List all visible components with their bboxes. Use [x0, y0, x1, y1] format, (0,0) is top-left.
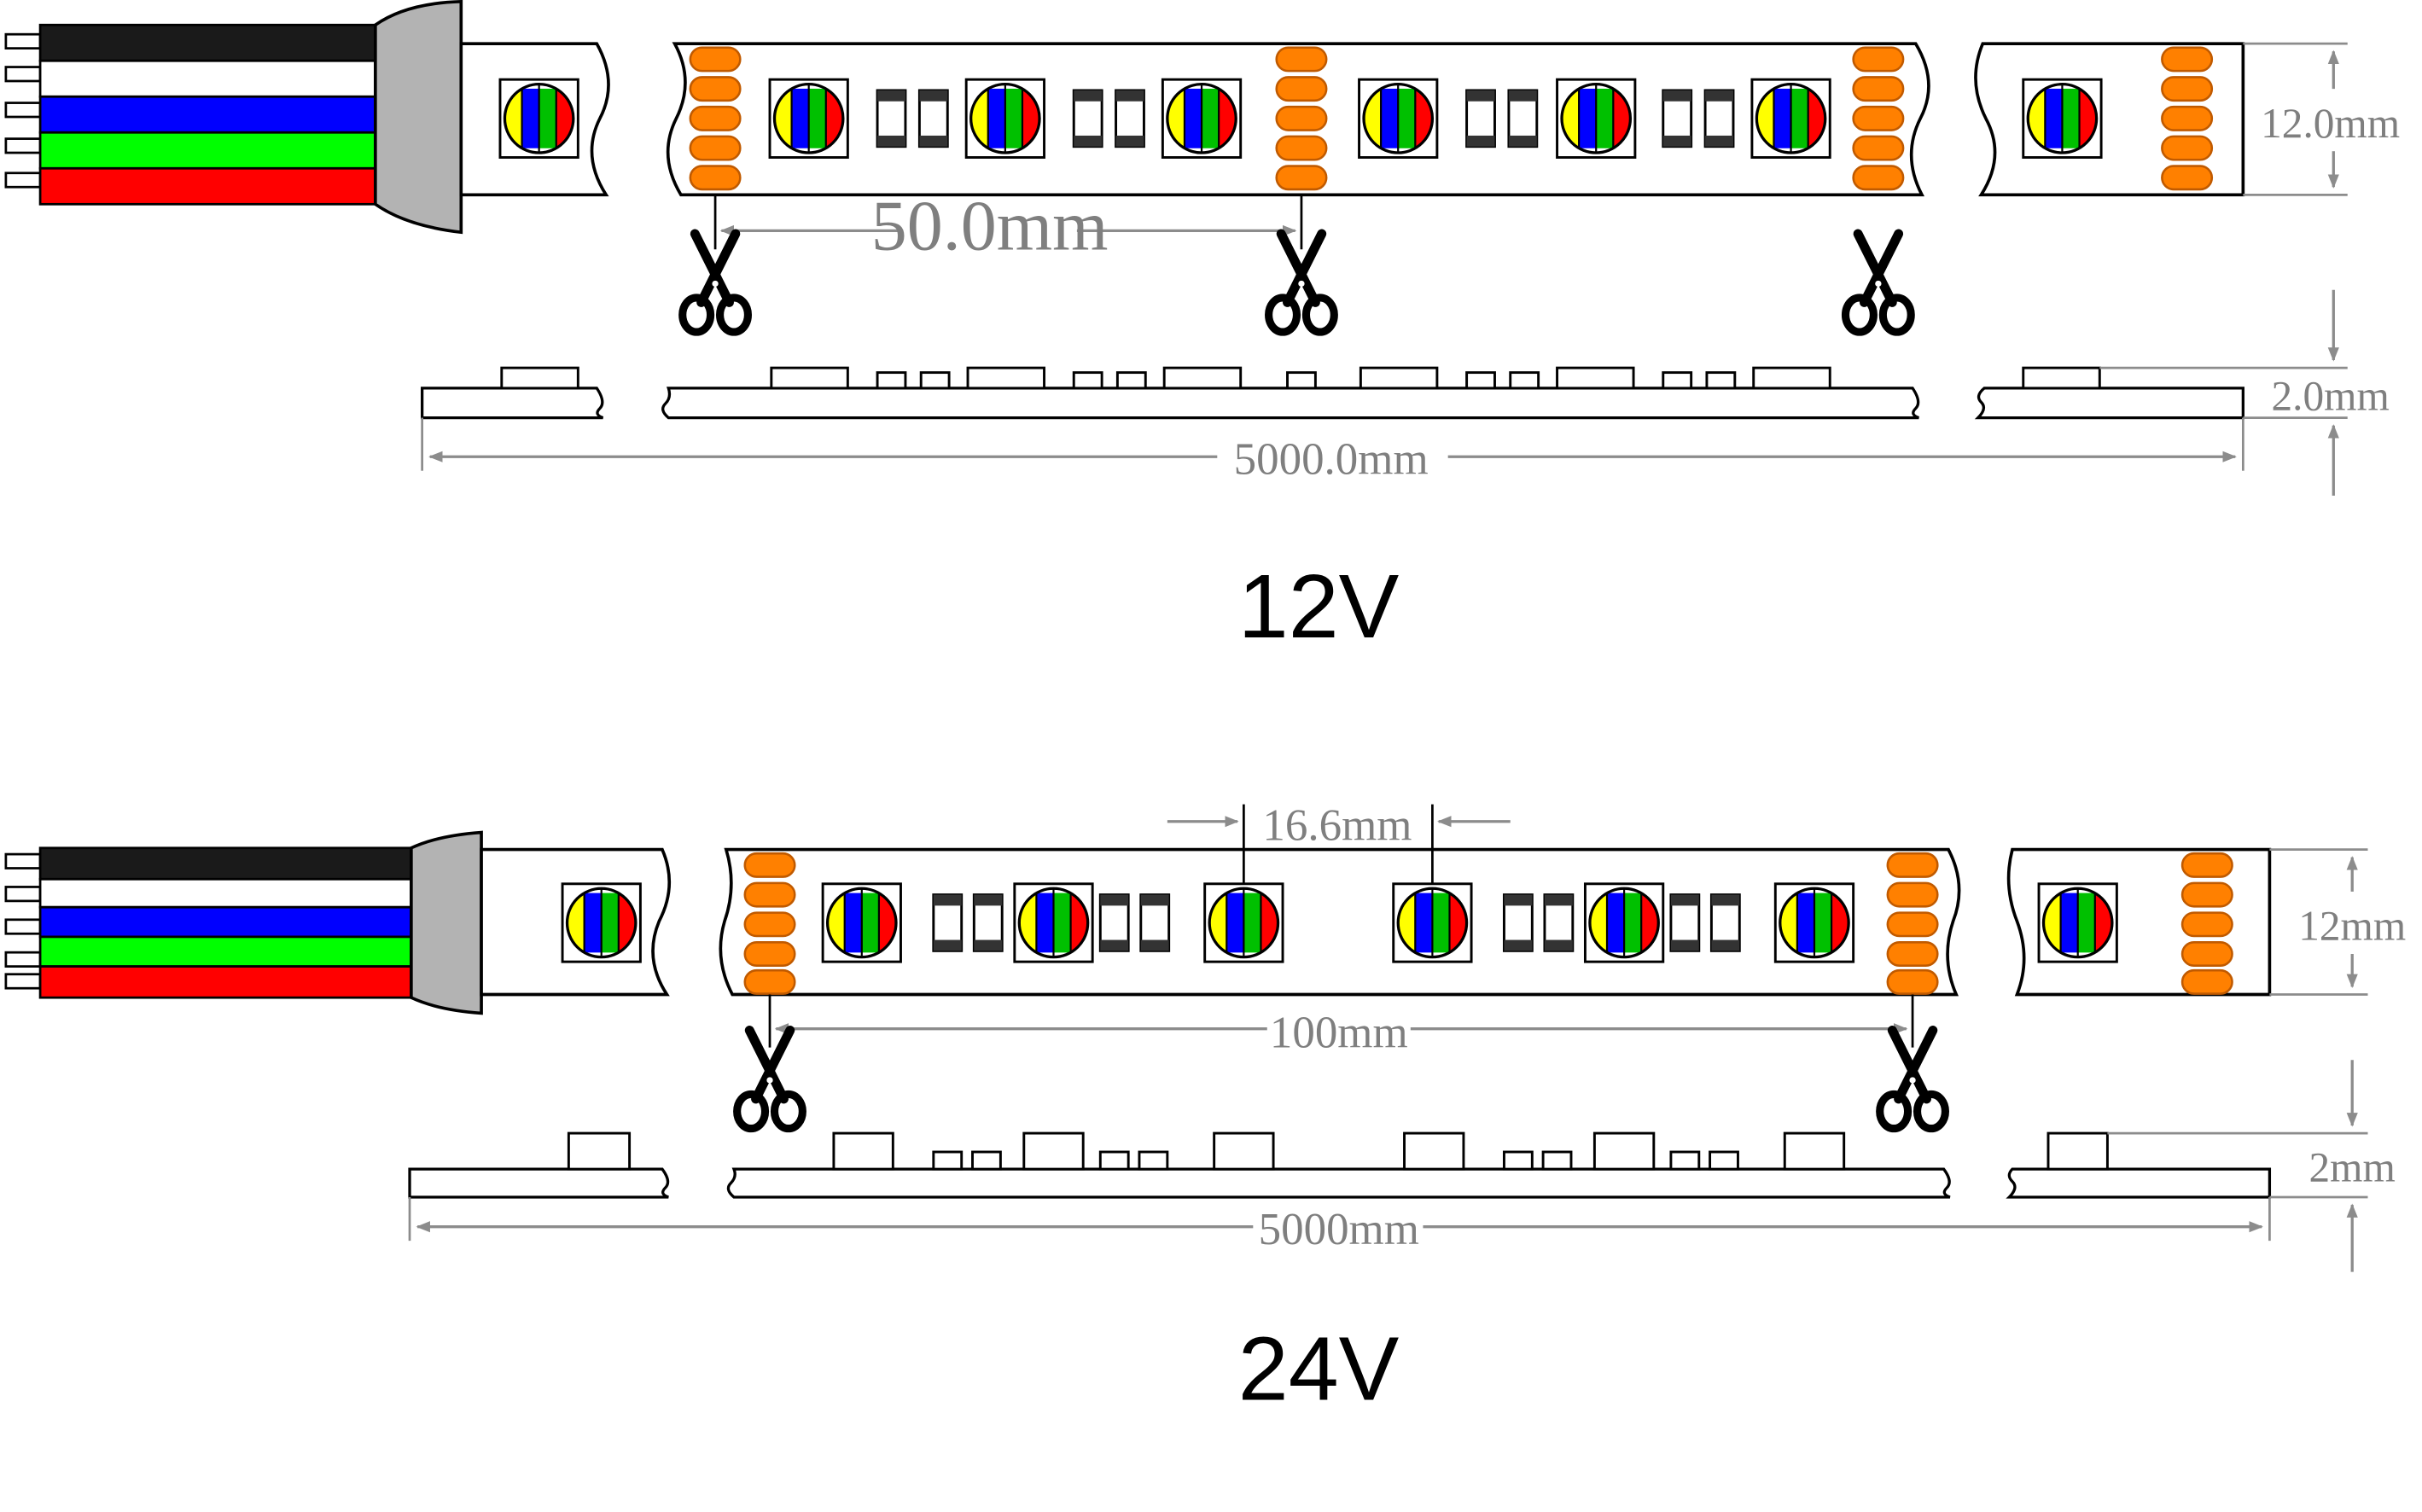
- wire-white: [38, 877, 413, 909]
- led-chip: [2037, 882, 2119, 963]
- voltage-label: 12V: [1238, 556, 1400, 657]
- wire-red: [38, 965, 413, 999]
- strip-main: [719, 847, 1961, 997]
- solder-pads: [2180, 852, 2233, 995]
- cut-length-label: 100mm: [1270, 1009, 1408, 1058]
- wire-blue: [38, 95, 377, 134]
- thickness-dimension: 2.0mm: [2099, 289, 2390, 496]
- thickness-dimension: 2mm: [2107, 1060, 2396, 1272]
- wire-blue: [38, 905, 413, 939]
- strip-side-view: [420, 366, 2244, 420]
- wire-green: [38, 131, 377, 170]
- width-label: 12mm: [2298, 903, 2406, 950]
- led-chip: [498, 78, 579, 160]
- thickness-label: 2.0mm: [2271, 372, 2389, 419]
- wire-black: [38, 846, 413, 881]
- strip-side-view: [408, 1131, 2272, 1199]
- total-length-label: 5000.0mm: [1234, 434, 1429, 484]
- width-dimension: 12.0mm: [2243, 42, 2400, 196]
- section-12v: 50.0mm 12.0mm: [4, 0, 2400, 657]
- wire-white: [38, 59, 377, 98]
- wire-bundle: [4, 0, 463, 235]
- width-label: 12.0mm: [2261, 100, 2400, 147]
- led-pitch-dimension: 16.6mm: [1167, 801, 1511, 884]
- thickness-label: 2mm: [2309, 1144, 2396, 1191]
- cut-length-dimension: 50.0mm: [713, 186, 1303, 265]
- cut-length-label: 50.0mm: [871, 186, 1109, 265]
- connector-cap: [374, 0, 463, 235]
- total-length-label: 5000mm: [1259, 1205, 1419, 1254]
- connector-cap: [410, 830, 483, 1015]
- wire-black: [38, 23, 377, 62]
- solder-pads: [2161, 46, 2214, 191]
- wire-red: [38, 166, 377, 206]
- led-pitch-label: 16.6mm: [1262, 801, 1412, 851]
- cut-length-dimension: 100mm: [768, 994, 1914, 1058]
- section-24v: 16.6mm 100mm 12mm: [4, 801, 2406, 1419]
- total-length-dimension: 5000.0mm: [421, 417, 2244, 484]
- voltage-label: 24V: [1238, 1318, 1400, 1419]
- total-length-dimension: 5000mm: [408, 1196, 2271, 1254]
- width-dimension: 12mm: [2269, 848, 2406, 996]
- scissors-icon: [1846, 234, 1912, 332]
- wire-green: [38, 935, 413, 968]
- wire-bundle: [4, 830, 483, 1015]
- led-chip: [2022, 78, 2103, 160]
- led-chip: [561, 882, 643, 963]
